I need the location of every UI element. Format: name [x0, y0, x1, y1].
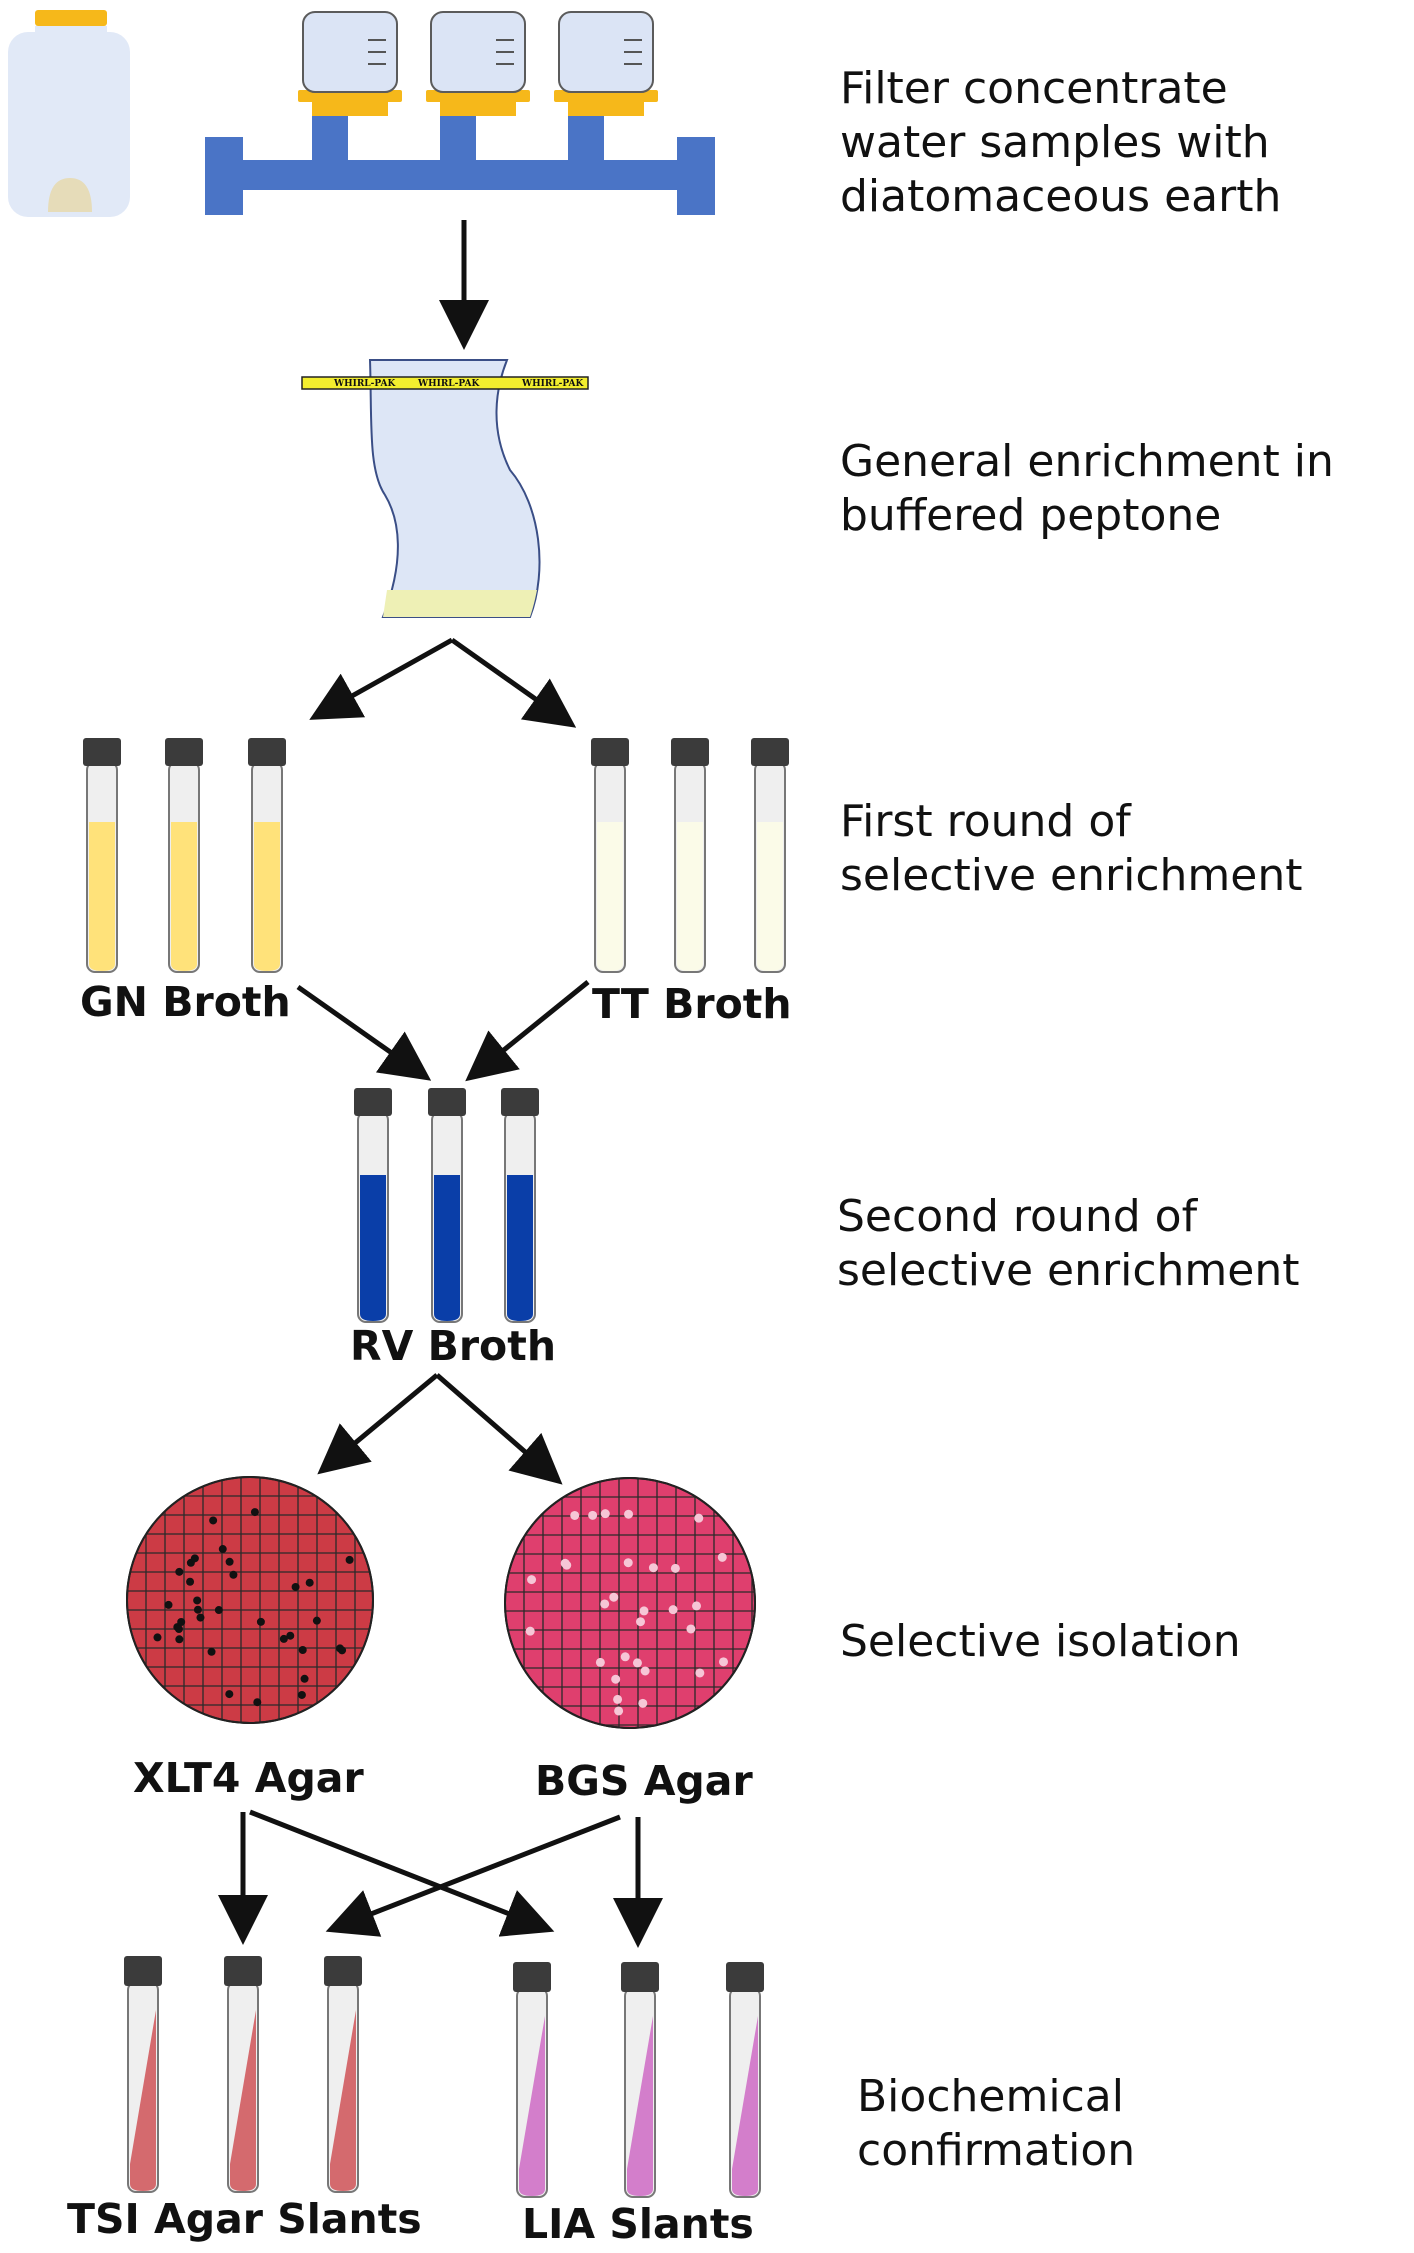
lia-slant-tube — [726, 1962, 764, 2198]
step-second-selective-enrichment: Second round of selective enrichment — [837, 1191, 1300, 1296]
arrow-bag-to-gn — [309, 637, 454, 720]
label-rv-broth: RV Broth — [350, 1322, 557, 1370]
step-first-selective-enrichment: First round of selective enrichment — [840, 796, 1303, 901]
step-biochemical-confirmation: Biochemical confirmation — [857, 2071, 1136, 2176]
lia-slant-tube — [621, 1962, 659, 2198]
water-sample-bottle — [8, 10, 130, 217]
whirl-pak-bag: WHIRL-PAK WHIRL-PAK WHIRL-PAK — [301, 359, 589, 618]
step-filter-concentrate: Filter concentrate water samples with di… — [840, 63, 1282, 222]
step-general-enrichment: General enrichment in buffered peptone — [840, 436, 1334, 541]
tt-broth-tube — [671, 738, 709, 973]
rv-broth-tube — [428, 1088, 466, 1323]
rv-broth-tube — [354, 1088, 392, 1323]
filter-funnel — [554, 11, 658, 116]
tsi-agar-slant-tube — [224, 1956, 262, 2193]
arrow-tt-to-rv — [465, 980, 590, 1082]
rv-broth-tube — [501, 1088, 539, 1323]
tsi-agar-slant-tube — [124, 1956, 162, 2193]
arrow-xlt4-to-lia — [249, 1809, 555, 1937]
gn-broth-tube — [248, 738, 286, 973]
culture-tubes — [83, 738, 789, 2198]
tsi-agar-slant-tube — [324, 1956, 362, 2193]
label-tt-broth: TT Broth — [592, 980, 792, 1028]
lia-slant-tube — [513, 1962, 551, 2198]
filter-funnel — [426, 11, 530, 116]
arrow-bgs-to-tsi — [325, 1814, 621, 1937]
label-xlt4-agar: XLT4 Agar — [133, 1754, 364, 1802]
label-gn-broth: GN Broth — [80, 978, 291, 1026]
arrow-bag-to-tt — [450, 637, 577, 728]
arrow-rv-to-xlt4 — [317, 1373, 439, 1475]
bgs-agar-plate — [504, 1477, 756, 1729]
filtration-manifold — [205, 110, 715, 215]
whirl-pak-label-3: WHIRL-PAK — [521, 379, 584, 389]
step-selective-isolation: Selective isolation — [840, 1616, 1241, 1667]
tt-broth-tube — [751, 738, 789, 973]
flow-arrows — [218, 220, 663, 1948]
xlt4-agar-plate — [126, 1476, 374, 1724]
arrow-rv-to-bgs — [435, 1373, 563, 1485]
whirl-pak-label-1: WHIRL-PAK — [333, 379, 396, 389]
filter-funnels — [298, 11, 658, 116]
arrow-gn-to-rv — [296, 984, 432, 1081]
whirl-pak-label-2: WHIRL-PAK — [417, 379, 480, 389]
label-bgs-agar: BGS Agar — [535, 1757, 753, 1805]
label-lia-slants: LIA Slants — [522, 2200, 754, 2248]
tt-broth-tube — [591, 738, 629, 973]
label-tsi-agar-slants: TSI Agar Slants — [67, 2195, 422, 2243]
gn-broth-tube — [165, 738, 203, 973]
gn-broth-tube — [83, 738, 121, 973]
filter-funnel — [298, 11, 402, 116]
